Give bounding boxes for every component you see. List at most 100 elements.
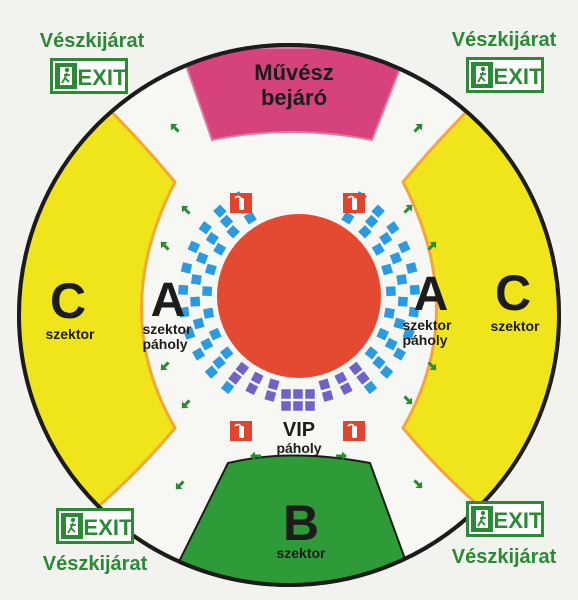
seat[interactable]: [208, 327, 222, 341]
seat[interactable]: [371, 242, 385, 256]
arrow-icon: [175, 480, 185, 490]
seat[interactable]: [293, 401, 303, 411]
seat[interactable]: [226, 225, 240, 239]
seat[interactable]: [235, 361, 250, 376]
seat[interactable]: [203, 307, 215, 319]
seat[interactable]: [212, 355, 226, 370]
seat[interactable]: [334, 371, 348, 385]
seat[interactable]: [305, 401, 315, 411]
seat[interactable]: [190, 274, 202, 285]
exit-sign-text: EXIT: [494, 64, 543, 89]
seat[interactable]: [243, 211, 257, 225]
seat[interactable]: [281, 389, 291, 399]
exit-sign-top-left[interactable]: EXIT: [50, 58, 128, 94]
seat[interactable]: [402, 327, 415, 340]
exit-sign-text: EXIT: [84, 515, 133, 540]
seat[interactable]: [305, 389, 315, 399]
seat[interactable]: [385, 286, 396, 297]
seat[interactable]: [321, 390, 334, 402]
seat[interactable]: [348, 361, 363, 376]
seat[interactable]: [364, 346, 378, 360]
artist-entrance-area[interactable]: [178, 47, 410, 142]
seat[interactable]: [183, 327, 196, 340]
seat[interactable]: [220, 380, 235, 395]
seat[interactable]: [281, 401, 291, 411]
seat[interactable]: [213, 242, 227, 256]
arrow-icon: [427, 241, 437, 251]
seat[interactable]: [318, 378, 331, 391]
seat[interactable]: [383, 307, 395, 319]
seat[interactable]: [293, 389, 303, 399]
seat[interactable]: [371, 204, 385, 218]
seat[interactable]: [220, 346, 234, 360]
seat[interactable]: [356, 371, 370, 385]
vip-box-line1: VIP: [283, 419, 315, 441]
seat[interactable]: [341, 211, 355, 225]
seat[interactable]: [190, 296, 201, 307]
seat[interactable]: [200, 337, 214, 351]
exit-sign-bottom-right[interactable]: EXIT: [466, 501, 544, 537]
seat[interactable]: [379, 231, 393, 246]
seat[interactable]: [267, 378, 280, 391]
exit-sign-bottom-left[interactable]: EXIT: [56, 508, 134, 544]
seat[interactable]: [178, 284, 189, 295]
sector-c-left-letter: C: [50, 273, 86, 329]
artist-entrance-label-line1: Művész: [254, 60, 333, 85]
seat[interactable]: [393, 317, 406, 330]
exit-sign-text: EXIT: [78, 65, 127, 90]
sector-b-label: szektor: [276, 545, 326, 561]
seats-sector-a-left[interactable]: [178, 191, 257, 395]
seat[interactable]: [372, 355, 386, 370]
sector-b-area[interactable]: [158, 454, 422, 600]
fire-extinguisher-icon: [343, 193, 365, 213]
seat[interactable]: [358, 225, 372, 239]
seat[interactable]: [339, 382, 353, 396]
vip-box-line2: páholy: [276, 440, 321, 456]
seat[interactable]: [408, 306, 420, 318]
seat[interactable]: [381, 263, 394, 276]
arrow-icon: [170, 123, 180, 133]
seat[interactable]: [363, 380, 378, 395]
seat[interactable]: [195, 252, 209, 265]
seat[interactable]: [228, 371, 242, 385]
seat[interactable]: [397, 296, 408, 307]
seat[interactable]: [389, 252, 403, 265]
seat[interactable]: [376, 327, 390, 341]
seat[interactable]: [386, 221, 400, 235]
arena-outline: [17, 43, 561, 587]
seat[interactable]: [204, 263, 217, 276]
seat[interactable]: [192, 347, 206, 361]
emergency-exit-label-bottom-right: Vészkijárat: [452, 546, 557, 568]
seat[interactable]: [213, 204, 227, 218]
running-person-icon: [471, 506, 493, 532]
seat[interactable]: [180, 262, 193, 274]
seat[interactable]: [198, 221, 212, 235]
seat[interactable]: [204, 365, 219, 379]
arrow-icon: [160, 241, 170, 251]
emergency-exit-label-top-left: Vészkijárat: [40, 30, 145, 52]
seat[interactable]: [250, 371, 264, 385]
seat[interactable]: [205, 231, 219, 246]
seat[interactable]: [245, 382, 259, 396]
exit-sign-top-right[interactable]: EXIT: [466, 57, 544, 93]
seat[interactable]: [364, 214, 379, 229]
seat[interactable]: [264, 390, 277, 402]
seat[interactable]: [202, 286, 213, 297]
seat[interactable]: [219, 214, 234, 229]
arrow-icon: [413, 123, 423, 133]
seat[interactable]: [405, 262, 418, 274]
sector-a-right-line1: szektor: [402, 317, 452, 333]
sector-a-right-letter: A: [414, 268, 449, 321]
seat[interactable]: [392, 347, 406, 361]
seat[interactable]: [192, 317, 205, 330]
seat[interactable]: [187, 240, 201, 254]
seat[interactable]: [396, 274, 408, 285]
seat[interactable]: [409, 284, 420, 295]
fire-extinguisher-icon: [230, 193, 252, 213]
seat[interactable]: [178, 306, 190, 318]
seat[interactable]: [397, 240, 411, 254]
sector-c-right-letter: C: [495, 265, 531, 321]
seat[interactable]: [384, 337, 398, 351]
seats-vip-box[interactable]: [228, 361, 370, 411]
seat[interactable]: [379, 365, 394, 379]
